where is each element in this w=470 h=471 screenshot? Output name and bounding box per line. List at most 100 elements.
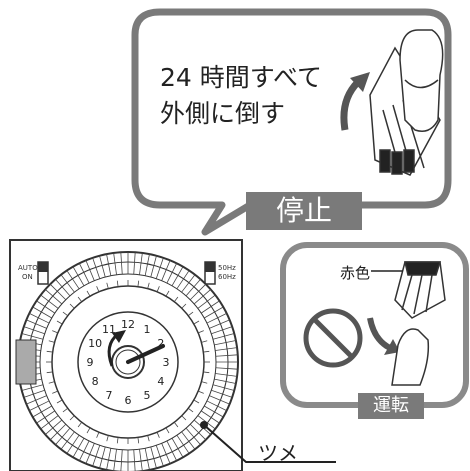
claw-segment	[23, 326, 45, 335]
hour-tick	[147, 435, 150, 442]
claw-segment	[209, 395, 230, 405]
clock-number: 12	[121, 318, 135, 331]
clock-number: 1	[144, 323, 151, 336]
claw-segment	[209, 319, 230, 329]
claw-segment	[150, 446, 157, 469]
clock-number: 6	[125, 394, 132, 407]
hour-tick	[156, 432, 160, 438]
switch-on-label: ON	[22, 273, 33, 281]
claw-segment	[45, 419, 63, 435]
claw-segment	[155, 445, 164, 467]
claw-segment	[214, 340, 236, 346]
hour-tick	[198, 390, 204, 394]
clock-number: 7	[106, 389, 113, 402]
claw-segment	[36, 410, 56, 424]
claw-segment	[99, 255, 106, 278]
hour-tick	[156, 286, 160, 292]
clock-number: 2	[157, 337, 164, 350]
claw-segment	[181, 431, 196, 450]
hour-tick	[69, 415, 75, 421]
claw-segment	[185, 427, 201, 445]
claw-segment	[26, 395, 47, 405]
hour-tick	[62, 407, 68, 413]
hour-tick	[147, 282, 150, 289]
hand-pushing-claws-icon	[369, 29, 444, 176]
bubble-line-1: 24 時間すべて	[160, 63, 323, 92]
claw-segment	[176, 434, 190, 454]
claw-segment	[204, 405, 224, 418]
claw-segment	[171, 266, 184, 286]
hour-tick	[181, 303, 187, 309]
hour-tick	[165, 427, 170, 434]
claw-segment	[150, 255, 157, 278]
claw-segment	[161, 260, 171, 281]
claw-segment	[161, 443, 171, 464]
hour-tick	[48, 340, 55, 343]
hour-tick	[48, 381, 55, 384]
hour-tick	[193, 320, 200, 325]
hour-tick	[173, 296, 179, 302]
speech-bubble	[131, 8, 452, 236]
hour-tick	[193, 399, 200, 404]
claw-segment	[21, 333, 44, 340]
clock-number: 8	[92, 375, 99, 388]
hour-tick	[52, 330, 58, 334]
claw-pointer-line	[203, 424, 336, 463]
claw-segment	[106, 254, 112, 276]
claw-segment	[212, 384, 235, 391]
hour-tick	[106, 435, 109, 442]
hand-claws-run-icon	[391, 261, 446, 386]
claw-segment	[55, 279, 71, 297]
claw-segment	[171, 438, 184, 458]
switch-60hz-label: 60Hz	[218, 273, 236, 281]
hour-tick	[116, 280, 119, 287]
claw-segment	[49, 423, 67, 441]
hour-tick	[165, 290, 170, 297]
claw-segment	[139, 449, 143, 471]
claw-segment	[206, 400, 227, 412]
hour-tick	[56, 399, 63, 404]
claw-segment	[21, 384, 44, 391]
claw-segment	[113, 252, 117, 275]
claw-label: ツメ	[258, 441, 298, 465]
claw-segment	[166, 263, 178, 284]
flip-arrow-head	[350, 72, 370, 92]
hour-tick	[137, 280, 140, 287]
clock-number: 4	[157, 375, 164, 388]
claw-segment	[32, 405, 52, 418]
bubble-line-2: 外側に倒す	[160, 99, 286, 128]
clock-number: 9	[87, 356, 94, 369]
push-arrow-icon	[367, 317, 392, 351]
claw-segment	[40, 415, 59, 430]
claw-segment	[72, 438, 85, 458]
clock-number: 11	[102, 323, 116, 336]
hour-tick	[69, 303, 75, 309]
clock-number: 3	[163, 356, 170, 369]
hour-tick	[198, 330, 204, 334]
claw-segment	[92, 257, 101, 279]
claw-segment	[85, 260, 95, 281]
claw-segment	[144, 254, 150, 276]
hour-tick	[96, 432, 100, 438]
hour-tick	[56, 320, 63, 325]
claw-segment	[166, 440, 178, 461]
claw-segment	[200, 300, 220, 314]
claw-segment	[204, 306, 224, 319]
hour-tick	[188, 407, 194, 413]
claw-segment	[120, 252, 123, 275]
claw-segment	[78, 263, 90, 284]
clock-hour-hand	[126, 344, 165, 364]
hour-tick	[96, 286, 100, 292]
claw-segment	[197, 294, 216, 309]
claw-segment	[185, 279, 201, 297]
claw-segment	[78, 440, 90, 461]
claw-segment	[215, 373, 238, 377]
claw-segment	[120, 449, 123, 471]
claw-segment	[211, 326, 233, 335]
claw-segment	[133, 252, 136, 275]
claw-segment	[23, 389, 45, 398]
hour-tick	[62, 311, 68, 317]
flip-arrow-icon	[340, 79, 361, 131]
claw-segment	[193, 289, 211, 305]
